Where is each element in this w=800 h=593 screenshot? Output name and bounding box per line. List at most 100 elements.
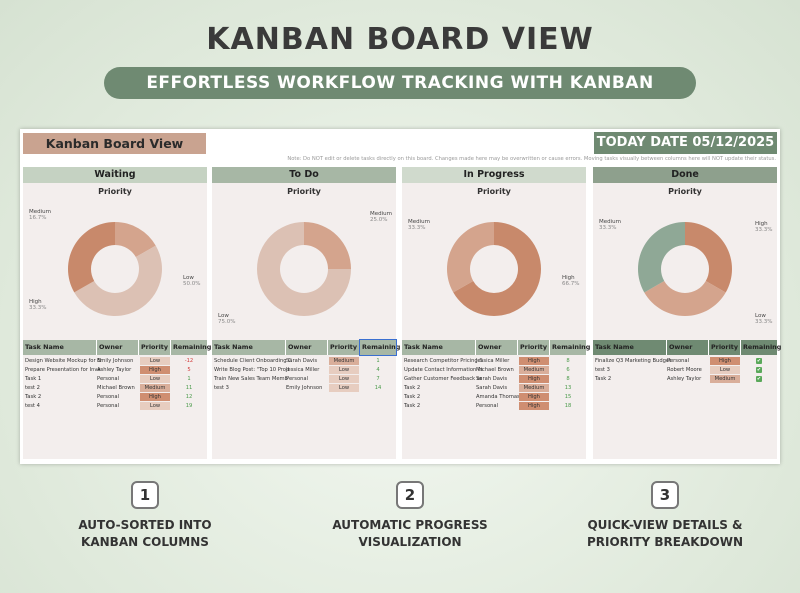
donut-svg — [257, 222, 351, 316]
owner-cell: Ashley Taylor — [667, 376, 702, 382]
remaining-cell: 8 — [566, 376, 570, 382]
donut-slice-high — [67, 222, 115, 293]
priority-badge: Low — [710, 366, 740, 374]
donut-slice-high — [685, 222, 732, 293]
task-name-cell: test 3 — [214, 385, 229, 391]
priority-cell: Medium — [518, 384, 550, 393]
owner-cell: Michael Brown — [97, 385, 135, 391]
remaining-cell: 11 — [185, 385, 193, 391]
owner-cell: Personal — [97, 394, 120, 400]
priority-cell: Low — [328, 375, 360, 384]
th-priority: Priority — [518, 340, 550, 355]
priority-cell: Low — [139, 357, 171, 366]
remaining-cell: 13 — [564, 385, 572, 391]
donut-slice-medium — [115, 222, 156, 258]
check-icon: ✔ — [756, 357, 762, 364]
th-task: Task Name — [212, 340, 286, 355]
remaining-cell: 15 — [564, 394, 572, 400]
step-caption: QUICK-VIEW DETAILS &PRIORITY BREAKDOWN — [586, 518, 744, 549]
donut-svg — [638, 222, 732, 316]
priority-cell: Low — [328, 384, 360, 393]
task-name-cell: Gather Customer Feedback or — [404, 376, 482, 382]
task-name-cell: Schedule Client Onboarding C — [214, 358, 292, 364]
th-priority: Priority — [709, 340, 741, 355]
check-icon: ✔ — [756, 366, 762, 373]
remaining-cell: -12 — [184, 358, 194, 364]
priority-badge: Low — [329, 366, 359, 374]
priority-badge: Low — [140, 375, 170, 383]
th-remaining[interactable]: Remaining — [359, 339, 400, 356]
feature-step-3: 3 QUICK-VIEW DETAILS &PRIORITY BREAKDOWN — [555, 481, 775, 551]
owner-cell: Personal — [97, 376, 120, 382]
priority-cell: Low — [328, 366, 360, 375]
board-title: Kanban Board View — [23, 133, 206, 154]
task-name-cell: Task 2 — [404, 385, 421, 391]
table-header: Task Name Owner Priority Remaining — [212, 339, 400, 356]
th-remaining: Remaining — [173, 343, 212, 351]
th-priority: Priority — [139, 340, 171, 355]
owner-cell: Jessica Miller — [476, 358, 510, 364]
donut-svg — [67, 222, 162, 316]
task-name-cell: Update Contact Information in — [404, 367, 483, 373]
donut-slice-low — [257, 222, 351, 316]
chart-title: Priority — [287, 187, 321, 196]
donut-slice-medium — [304, 222, 351, 269]
priority-cell: High — [518, 393, 550, 402]
priority-cell: Medium — [139, 384, 171, 393]
th-task: Task Name — [402, 340, 476, 355]
donut-slice-low — [74, 245, 162, 316]
priority-cell: Low — [709, 366, 741, 375]
priority-cell: Low — [139, 375, 171, 384]
remaining-cell: 1 — [376, 358, 380, 364]
priority-cell: High — [518, 402, 550, 411]
owner-cell: Sarah Davis — [476, 376, 508, 382]
priority-cell: High — [139, 366, 171, 375]
spreadsheet-board: Kanban Board View TODAY DATE 05/12/2025 … — [20, 129, 781, 464]
th-owner: Owner — [667, 340, 709, 355]
chart-title: Priority — [668, 187, 702, 196]
table-header: Task Name Owner Priority Remaining — [593, 340, 781, 355]
task-name-cell: Write Blog Post: "Top 10 Prod — [214, 367, 290, 373]
remaining-cell: 6 — [566, 367, 570, 373]
remaining-cell: 7 — [376, 376, 380, 382]
priority-badge: High — [140, 366, 170, 374]
priority-badge: Medium — [519, 384, 549, 392]
board-note: Note: Do NOT edit or delete tasks direct… — [287, 156, 776, 162]
priority-badge: High — [519, 375, 549, 383]
task-name-cell: Task 1 — [25, 376, 42, 382]
today-date-badge: TODAY DATE 05/12/2025 — [594, 132, 777, 154]
priority-cell: High — [709, 357, 741, 366]
owner-cell: Personal — [286, 376, 309, 382]
